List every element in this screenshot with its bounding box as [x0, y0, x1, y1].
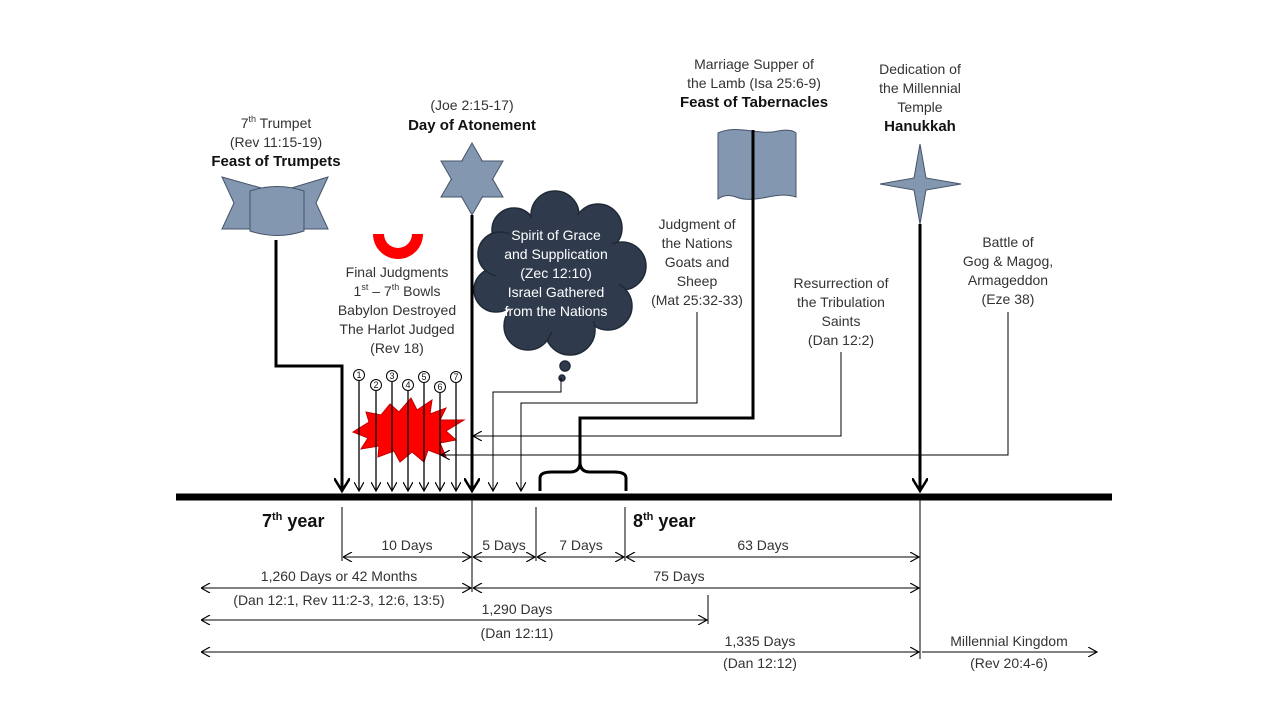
day-of-atonement-title: Day of Atonement: [408, 117, 536, 134]
svg-text:Spirit of Grace: Spirit of Grace: [511, 227, 601, 243]
svg-text:6: 6: [437, 382, 442, 392]
svg-text:Marriage Supper of: Marriage Supper of: [694, 56, 814, 72]
bowl-numbers: 1 2 3 4 5 6 7: [353, 369, 462, 393]
svg-text:Israel Gathered: Israel Gathered: [508, 284, 605, 300]
hanukkah-label: Dedication of the Millennial Temple Hanu…: [879, 61, 961, 135]
bowl-number-5: 5: [418, 371, 430, 383]
svg-text:5: 5: [421, 372, 426, 382]
bowl-number-2: 2: [370, 379, 382, 391]
svg-text:Judgment of: Judgment of: [658, 216, 735, 232]
day-of-atonement-label: (Joe 2:15-17) Day of Atonement: [408, 97, 536, 134]
svg-text:Resurrection of: Resurrection of: [794, 275, 889, 291]
feast-of-trumpets-label: 7th Trumpet (Rev 11:15-19) Feast of Trum…: [211, 114, 340, 170]
four-point-star-icon: [879, 143, 962, 225]
span-labels: 10 Days 5 Days 7 Days 63 Days 1,260 Days…: [233, 537, 1067, 671]
spirit-connector: [493, 378, 562, 490]
svg-text:(Rev 18): (Rev 18): [370, 340, 424, 356]
1335-days-label: 1,335 Days: [725, 633, 796, 649]
1290-days-reference: (Dan 12:11): [481, 625, 554, 641]
bowl-number-3: 3: [386, 370, 398, 382]
svg-text:Goats and: Goats and: [665, 254, 730, 270]
judgment-of-nations-label: Judgment of the Nations Goats and Sheep …: [651, 216, 743, 308]
seven-days-label: 7 Days: [559, 537, 603, 553]
trumpets-connector: [274, 240, 342, 490]
five-days-label: 5 Days: [482, 537, 526, 553]
millennial-kingdom-label: Millennial Kingdom: [950, 633, 1068, 649]
svg-text:the Lamb (Isa 25:6-9): the Lamb (Isa 25:6-9): [687, 75, 821, 91]
tabernacles-connector: [578, 130, 755, 462]
bowl-judgment-arrows: [359, 381, 456, 490]
eighth-year-label: 8th year: [633, 511, 695, 531]
ribbon-banner-icon: [221, 176, 329, 236]
flag-icon: [717, 129, 797, 200]
nations-connector: [521, 312, 698, 490]
svg-text:(Mat 25:32-33): (Mat 25:32-33): [651, 292, 743, 308]
svg-text:Saints: Saints: [822, 313, 861, 329]
svg-text:3: 3: [389, 371, 394, 381]
svg-text:(Joe 2:15-17): (Joe 2:15-17): [430, 97, 513, 113]
star-of-david-icon: [440, 141, 504, 217]
spirit-of-grace-label: Spirit of Grace and Supplication (Zec 12…: [504, 227, 608, 319]
thin-connectors: [442, 312, 1009, 490]
svg-text:(Zec 12:10): (Zec 12:10): [520, 265, 592, 281]
seventh-year-label: 7th year: [262, 511, 324, 531]
feast-of-tabernacles-label: Marriage Supper of the Lamb (Isa 25:6-9)…: [680, 56, 828, 111]
svg-text:(Rev 11:15-19): (Rev 11:15-19): [230, 134, 322, 150]
svg-text:(Dan 12:2): (Dan 12:2): [808, 332, 874, 348]
thought-cloud: [473, 190, 647, 382]
span-arrows: [202, 557, 1096, 652]
feast-of-tabernacles-title: Feast of Tabernacles: [680, 94, 828, 111]
svg-text:and Supplication: and Supplication: [504, 246, 608, 262]
svg-text:1st – 7th Bowls: 1st – 7th Bowls: [354, 282, 441, 299]
svg-text:Babylon Destroyed: Babylon Destroyed: [338, 302, 456, 318]
svg-text:Armageddon: Armageddon: [968, 272, 1048, 288]
timeline-ticks: [341, 500, 921, 659]
battle-connector: [442, 312, 1009, 455]
svg-text:the Tribulation: the Tribulation: [797, 294, 885, 310]
svg-text:Gog & Magog,: Gog & Magog,: [963, 253, 1053, 269]
svg-text:7th Trumpet: 7th Trumpet: [241, 114, 312, 131]
1260-days-reference: (Dan 12:1, Rev 11:2-3, 12:6, 13:5): [233, 592, 444, 608]
svg-text:1: 1: [356, 370, 361, 380]
ten-days-label: 10 Days: [381, 537, 432, 553]
svg-text:Sheep: Sheep: [677, 273, 718, 289]
millennial-kingdom-reference: (Rev 20:4-6): [970, 655, 1048, 671]
resurrection-connector: [474, 352, 842, 436]
bowl-number-4: 4: [402, 379, 414, 391]
feast-of-trumpets-title: Feast of Trumpets: [211, 153, 340, 170]
bowl-icon: [373, 234, 423, 259]
bowl-number-6: 6: [434, 381, 446, 393]
resurrection-label: Resurrection of the Tribulation Saints (…: [794, 275, 889, 348]
final-judgments-label: Final Judgments 1st – 7th Bowls Babylon …: [338, 264, 456, 356]
hanukkah-title: Hanukkah: [884, 118, 956, 135]
svg-text:Temple: Temple: [897, 99, 942, 115]
svg-text:7: 7: [453, 372, 458, 382]
svg-text:The Harlot Judged: The Harlot Judged: [339, 321, 454, 337]
svg-text:the Millennial: the Millennial: [879, 80, 961, 96]
svg-text:the Nations: the Nations: [662, 235, 733, 251]
1335-days-reference: (Dan 12:12): [723, 655, 797, 671]
1290-days-label: 1,290 Days: [482, 601, 553, 617]
svg-text:Final Judgments: Final Judgments: [346, 264, 449, 280]
bowl-number-1: 1: [353, 369, 365, 381]
seventy-five-days-label: 75 Days: [653, 568, 704, 584]
bowl-number-7: 7: [450, 371, 462, 383]
svg-text:from the Nations: from the Nations: [505, 303, 608, 319]
svg-text:2: 2: [373, 380, 378, 390]
sixty-three-days-label: 63 Days: [737, 537, 788, 553]
battle-of-gog-magog-label: Battle of Gog & Magog, Armageddon (Eze 3…: [963, 234, 1053, 307]
svg-text:Dedication of: Dedication of: [879, 61, 961, 77]
svg-text:Battle of: Battle of: [982, 234, 1033, 250]
1260-days-label: 1,260 Days or 42 Months: [261, 568, 417, 584]
svg-text:(Eze 38): (Eze 38): [982, 291, 1035, 307]
svg-text:4: 4: [405, 380, 410, 390]
seven-days-brace: [538, 461, 628, 491]
